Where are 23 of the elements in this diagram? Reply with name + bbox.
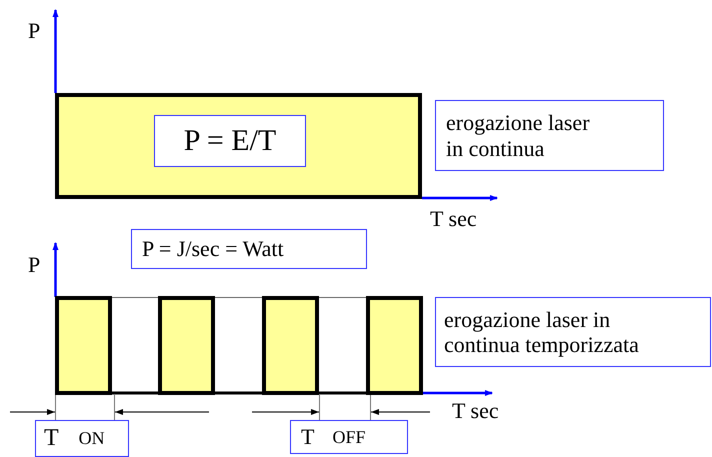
pulse-block	[366, 296, 423, 395]
axis-label: P	[28, 20, 40, 42]
box-text: T	[301, 424, 314, 450]
box-text: erogazione laser in continua temporizzata	[444, 306, 640, 358]
pulse-block	[55, 296, 112, 395]
box-text: erogazione laser in continua	[446, 110, 591, 161]
box-text: P = J/sec = Watt	[142, 236, 284, 262]
text-box	[35, 420, 129, 457]
text-box	[290, 420, 408, 454]
axis-label: T sec	[430, 208, 477, 230]
pulse-block	[55, 93, 422, 199]
box-text: OFF	[332, 426, 366, 448]
text-box	[154, 115, 306, 167]
box-text: P = E/T	[184, 124, 276, 158]
pulse-block	[158, 296, 215, 395]
text-box	[435, 100, 664, 171]
box-text: T	[44, 424, 59, 452]
axis-label: T sec	[452, 400, 499, 422]
pulse-block	[262, 296, 319, 395]
text-box	[131, 229, 367, 269]
text-box	[435, 297, 711, 367]
box-text: ON	[78, 428, 105, 449]
axis-label: P	[28, 254, 40, 276]
